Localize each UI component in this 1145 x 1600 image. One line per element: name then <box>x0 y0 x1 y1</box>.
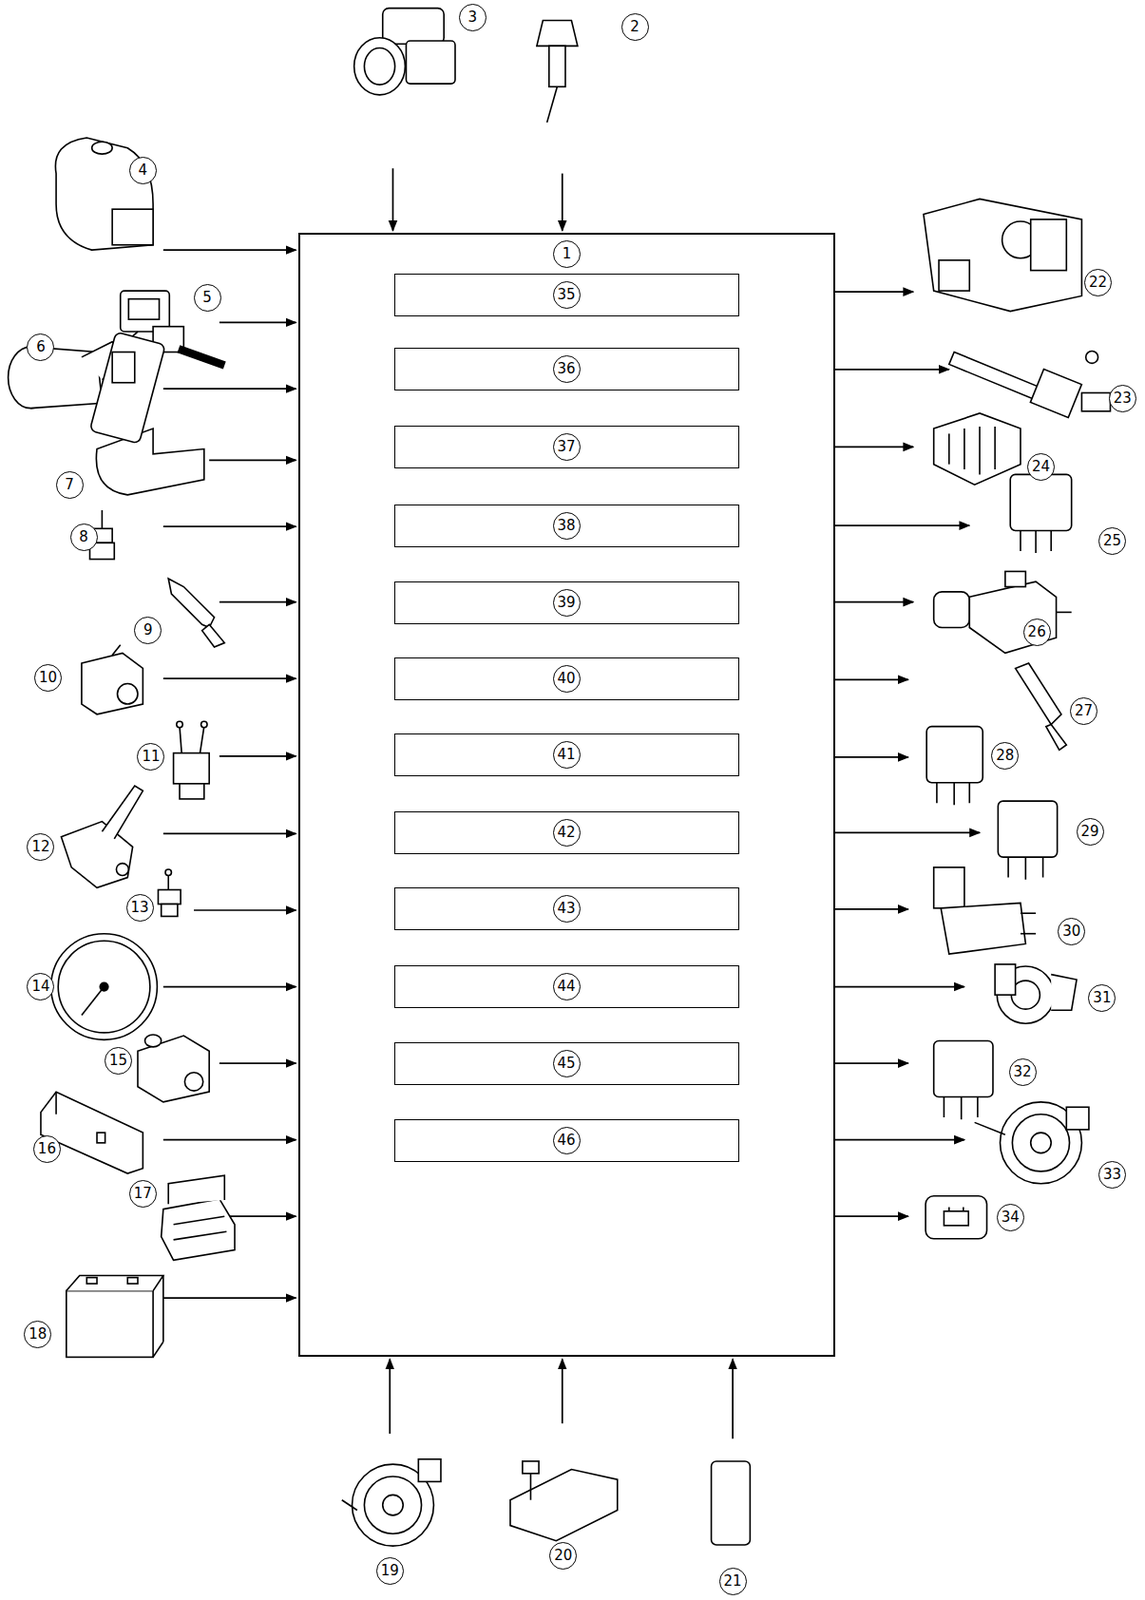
callout-number: 2 <box>621 13 649 41</box>
callout-number: 39 <box>553 589 581 617</box>
callout-number: 7 <box>56 471 84 499</box>
function-band: 41 <box>394 733 740 777</box>
callout-number: 34 <box>996 1203 1025 1232</box>
callout-number: 20 <box>549 1542 577 1570</box>
callout-number: 26 <box>1023 618 1051 647</box>
function-band: 40 <box>394 657 740 701</box>
callout-number: 30 <box>1057 917 1086 946</box>
callout-number: 38 <box>553 512 581 540</box>
callout-number: 40 <box>553 665 581 693</box>
callout-number: 12 <box>26 833 55 861</box>
function-band: 38 <box>394 504 740 548</box>
callout-number: 31 <box>1087 984 1116 1012</box>
callout-number: 8 <box>70 523 98 552</box>
callout-number: 37 <box>553 433 581 461</box>
callout-number: 27 <box>1069 697 1098 726</box>
function-band: 37 <box>394 425 740 469</box>
callout-number: 17 <box>129 1180 157 1208</box>
callout-number: 6 <box>26 333 55 362</box>
callout-number: 19 <box>376 1557 404 1585</box>
callout-number: 22 <box>1084 268 1112 297</box>
callout-number: 42 <box>553 819 581 847</box>
callout-number: 13 <box>126 894 154 922</box>
function-band: 44 <box>394 965 740 1009</box>
callout-number: 23 <box>1108 384 1137 413</box>
callout-number: 18 <box>23 1320 52 1349</box>
component-drawings <box>8 8 1111 1546</box>
callout-number: 11 <box>136 743 165 771</box>
signal-arrows <box>163 168 980 1439</box>
function-band: 45 <box>394 1042 740 1086</box>
function-band: 46 <box>394 1119 740 1163</box>
callout-number: 3 <box>458 3 487 32</box>
callout-number: 33 <box>1098 1161 1126 1189</box>
callout-number: 46 <box>553 1126 581 1155</box>
callout-number: 35 <box>553 281 581 309</box>
callout-number: 16 <box>33 1135 61 1164</box>
callout-number: 28 <box>991 742 1019 770</box>
callout-number: 21 <box>719 1567 747 1596</box>
callout-number: 4 <box>129 156 157 185</box>
control-unit-box: 1 35 36 37 38 39 40 41 42 43 44 45 46 <box>298 232 836 1358</box>
callout-number: 5 <box>193 284 222 312</box>
callout-number: 44 <box>553 973 581 1001</box>
callout-number: 9 <box>133 616 162 645</box>
callout-number: 14 <box>26 973 55 1001</box>
callout-number: 25 <box>1098 527 1126 555</box>
callout-number: 29 <box>1076 818 1105 846</box>
callout-number: 45 <box>553 1049 581 1078</box>
function-band: 36 <box>394 347 740 391</box>
callout-number: 43 <box>553 895 581 923</box>
function-band: 39 <box>394 581 740 625</box>
callout-number: 32 <box>1009 1058 1037 1087</box>
callout-number: 41 <box>553 741 581 769</box>
callout-number: 15 <box>104 1047 133 1075</box>
callout-number: 10 <box>34 664 62 692</box>
callout-number: 1 <box>553 240 581 268</box>
function-band: 35 <box>394 273 740 317</box>
function-band: 43 <box>394 887 740 931</box>
callout-number: 36 <box>553 355 581 383</box>
function-band: 42 <box>394 811 740 855</box>
